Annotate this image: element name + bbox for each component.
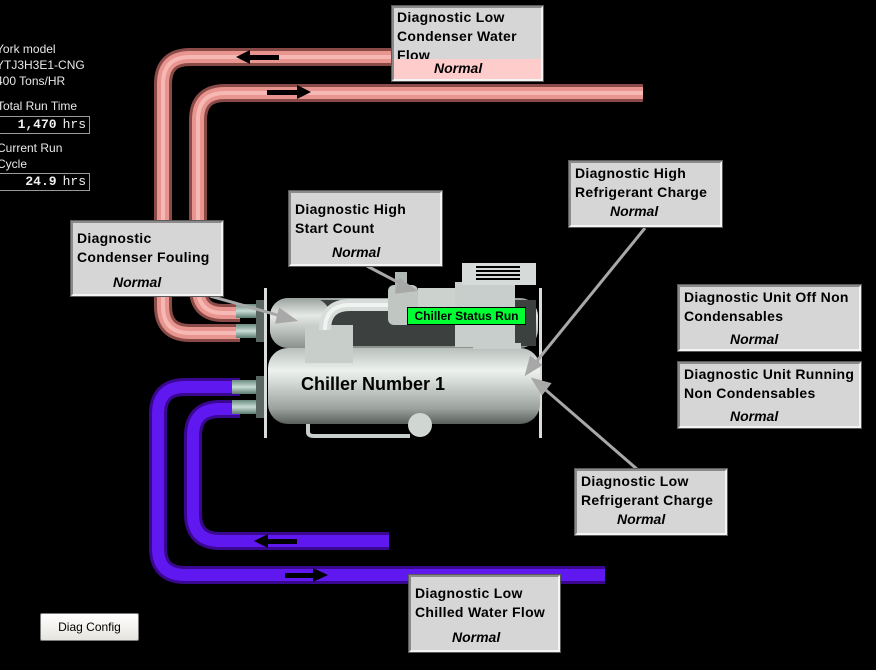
condenser-return-pipe xyxy=(189,84,643,322)
current-run-cycle-label-line: Current Run xyxy=(0,141,63,155)
current-run-cycle-label: Current Run Cycle xyxy=(0,140,62,172)
diag-title: Diagnostic High Refrigerant Charge xyxy=(575,165,708,200)
diag-title: Diagnostic Low Refrigerant Charge xyxy=(581,473,714,508)
current-run-cycle-readout: 24.9 hrs xyxy=(0,173,90,191)
arrow-right-icon xyxy=(267,85,311,99)
diag-unit-off-non-condensables[interactable]: Diagnostic Unit Off Non Condensables Nor… xyxy=(677,284,862,352)
diag-status: Normal xyxy=(332,244,381,260)
diag-status: Normal xyxy=(617,511,666,527)
chiller-status-badge: Chiller Status Run xyxy=(407,307,526,325)
diag-title: Diagnostic Low Condenser Water Flow xyxy=(397,9,517,63)
current-run-cycle-unit: hrs xyxy=(62,174,86,189)
diag-status: Normal xyxy=(730,331,779,347)
diag-title: Diagnostic Unit Off Non Condensables xyxy=(684,289,849,324)
model-line: YTJ3H3E1-CNG xyxy=(0,58,85,72)
diag-title: Diagnostic Condenser Fouling xyxy=(77,230,210,265)
total-run-time-unit: hrs xyxy=(62,117,86,132)
current-run-cycle-label-line: Cycle xyxy=(0,157,28,171)
total-run-time-readout: 1,470 hrs xyxy=(0,116,90,134)
model-info: York model YTJ3H3E1-CNG 400 Tons/HR xyxy=(0,41,85,89)
diag-title: Diagnostic High Start Count xyxy=(295,201,407,236)
diag-condenser-fouling[interactable]: Diagnostic Condenser Fouling Normal xyxy=(70,220,224,297)
diag-status: Normal xyxy=(394,59,541,79)
diag-status: Normal xyxy=(452,629,501,645)
callout-leaders xyxy=(209,227,647,472)
model-line: 400 Tons/HR xyxy=(0,74,66,88)
diag-low-refrigerant-charge[interactable]: Diagnostic Low Refrigerant Charge Normal xyxy=(574,468,728,536)
current-run-cycle-value: 24.9 xyxy=(25,174,57,189)
arrow-left-icon xyxy=(236,50,279,64)
arrow-right-icon xyxy=(285,568,328,582)
diag-low-condenser-water-flow[interactable]: Diagnostic Low Condenser Water Flow Norm… xyxy=(391,5,544,82)
diag-status: Normal xyxy=(113,274,162,290)
diag-high-refrigerant-charge[interactable]: Diagnostic High Refrigerant Charge Norma… xyxy=(568,160,723,228)
arrow-left-icon xyxy=(254,534,297,548)
chilled-water-return-pipe xyxy=(184,400,389,550)
chilled-water-supply-pipe xyxy=(149,378,605,584)
total-run-time-label: Total Run Time xyxy=(0,99,78,113)
diag-title: Diagnostic Unit Running Non Condensables xyxy=(684,366,855,401)
total-run-time-value: 1,470 xyxy=(17,117,57,132)
condenser-supply-pipe xyxy=(154,48,393,342)
diag-title: Diagnostic Low Chilled Water Flow xyxy=(415,585,546,620)
diag-status: Normal xyxy=(610,203,659,219)
diag-unit-running-non-condensables[interactable]: Diagnostic Unit Running Non Condensables… xyxy=(677,361,862,429)
diag-status: Normal xyxy=(730,408,779,424)
diag-config-button[interactable]: Diag Config xyxy=(40,613,139,641)
diag-high-start-count[interactable]: Diagnostic High Start Count Normal xyxy=(288,190,443,267)
pipe-nozzles xyxy=(232,300,266,418)
model-line: York model xyxy=(0,42,56,56)
chiller-name: Chiller Number 1 xyxy=(301,374,446,394)
diag-low-chilled-water-flow[interactable]: Diagnostic Low Chilled Water Flow Normal xyxy=(408,574,561,653)
